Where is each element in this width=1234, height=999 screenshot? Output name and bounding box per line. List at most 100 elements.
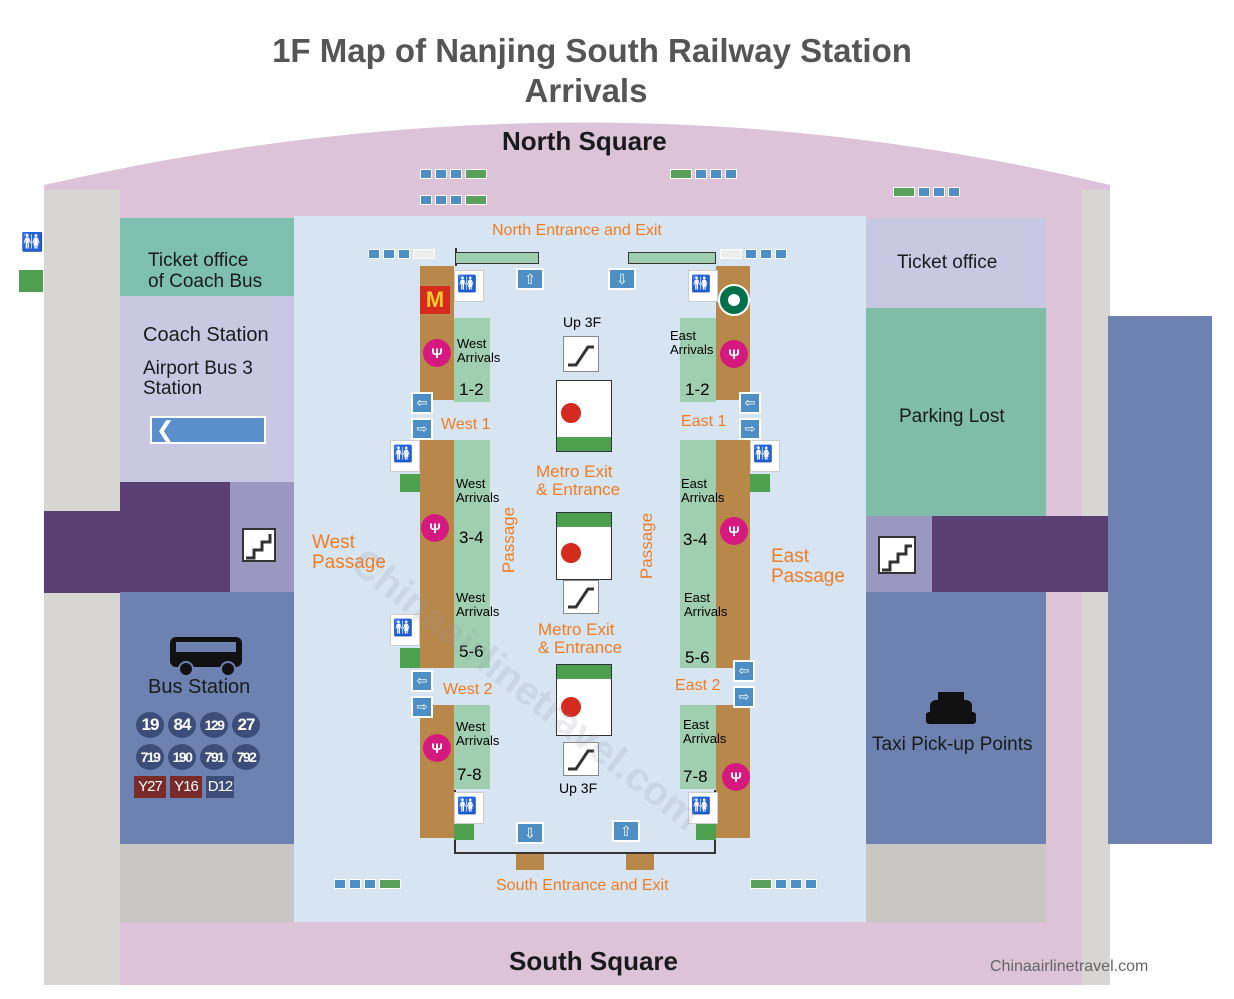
dining-icon[interactable]: Ψ bbox=[720, 340, 748, 368]
gate-number: 7-8 bbox=[683, 767, 708, 786]
north-square-label: North Square bbox=[502, 126, 667, 156]
west-arrivals-gate-1-2[interactable]: West Arrivals 1-2 bbox=[454, 318, 500, 402]
toilet-icon: 🚻 bbox=[21, 232, 44, 252]
dining-icon[interactable]: Ψ bbox=[720, 517, 748, 545]
toilet-icon[interactable]: 🚻 bbox=[390, 614, 420, 646]
toilet-icon[interactable]: 🚻 bbox=[750, 440, 780, 472]
dining-icon[interactable]: Ψ bbox=[423, 734, 451, 762]
footer-credit[interactable]: Chinaairlinetravel.com bbox=[990, 958, 1149, 975]
escalator-icon[interactable] bbox=[563, 336, 599, 372]
stairs-icon bbox=[242, 528, 276, 562]
west-arrivals-gate-3-4[interactable]: West Arrivals 3-4 bbox=[454, 440, 499, 554]
facility-icons-south bbox=[750, 876, 820, 889]
exit-arrow-icon[interactable]: ⇦ bbox=[411, 670, 433, 692]
escalator-icon[interactable] bbox=[563, 742, 599, 776]
ticket-office-coach-label: Ticket office bbox=[148, 250, 249, 271]
gate-label: Arrivals bbox=[681, 490, 725, 505]
airport-bus-label-2: Station bbox=[143, 378, 203, 399]
east-arrivals-gate-1-2[interactable]: East Arrivals 1-2 bbox=[670, 318, 716, 402]
map-title: 1F Map of Nanjing South Railway Station bbox=[272, 32, 912, 69]
coach-station-label: Coach Station bbox=[143, 324, 269, 346]
metro-stairs-3 bbox=[556, 664, 612, 736]
outer-toilet: 🚻 bbox=[19, 226, 43, 292]
gate-label: Arrivals bbox=[683, 731, 727, 746]
metro-stairs-2 bbox=[556, 512, 612, 580]
mcdonalds-logo[interactable]: M bbox=[420, 286, 450, 314]
north-entrance-gate-east bbox=[628, 252, 716, 264]
south-door-west bbox=[516, 854, 544, 870]
east-arrivals-gate-5-6[interactable]: East Arrivals 5-6 bbox=[680, 554, 727, 668]
exit-arrow-icon[interactable]: ⇩ bbox=[608, 268, 636, 290]
facility-icons-north bbox=[420, 192, 490, 205]
dining-icon[interactable]: Ψ bbox=[423, 339, 451, 367]
dining-icon[interactable]: Ψ bbox=[421, 514, 449, 542]
east-arrivals-gate-3-4[interactable]: East Arrivals 3-4 bbox=[680, 440, 724, 554]
west-2-exit-label: West 2 bbox=[443, 681, 493, 698]
metro-icon bbox=[559, 401, 583, 425]
entry-arrow-icon[interactable]: ⇨ bbox=[739, 418, 761, 440]
taxi-icon bbox=[926, 692, 976, 728]
gate-number: 3-4 bbox=[683, 530, 708, 549]
toilet-icon[interactable]: 🚻 bbox=[390, 440, 420, 472]
entry-arrow-icon[interactable]: ⇨ bbox=[411, 418, 433, 440]
west-outer-passage-ext bbox=[44, 511, 120, 593]
west-gate-column-3 bbox=[420, 705, 454, 838]
ticket-office-coach-zone[interactable]: Ticket office of Coach Bus bbox=[120, 218, 294, 296]
metro-exit-label: Metro Exit bbox=[538, 620, 615, 639]
gate-number: 7-8 bbox=[457, 765, 482, 784]
taxi-zone[interactable]: Taxi Pick-up Points bbox=[866, 592, 1046, 844]
gate-number: 3-4 bbox=[459, 528, 484, 547]
west-stairs-zone bbox=[230, 482, 294, 592]
toilet-green-bar bbox=[454, 824, 474, 840]
gate-label: East bbox=[683, 717, 710, 732]
toilet-icon[interactable]: 🚻 bbox=[454, 792, 484, 824]
arrow-left-icon: ❮ bbox=[156, 417, 175, 442]
toilet-green-bar bbox=[400, 474, 420, 492]
east-arrivals-gate-7-8[interactable]: East Arrivals 7-8 bbox=[680, 705, 726, 789]
ticket-office-zone[interactable]: Ticket office bbox=[866, 218, 1046, 308]
exit-arrow-icon[interactable]: ⇦ bbox=[411, 392, 433, 414]
exit-arrow-icon[interactable]: ⇦ bbox=[733, 660, 755, 682]
bus-icon bbox=[170, 637, 242, 677]
starbucks-logo[interactable] bbox=[718, 284, 750, 316]
west-arrivals-gate-5-6[interactable]: West Arrivals 5-6 bbox=[454, 554, 499, 668]
entry-arrow-icon[interactable]: ⇨ bbox=[411, 696, 433, 718]
airport-bus-label: Airport Bus 3 bbox=[143, 358, 253, 379]
east-1-exit-label: East 1 bbox=[681, 413, 727, 430]
metro-exit-label-2: & Entrance bbox=[538, 638, 623, 657]
facility-icons-north bbox=[893, 184, 963, 197]
west-outer-passage bbox=[120, 482, 230, 592]
entry-arrow-icon[interactable]: ⇧ bbox=[516, 268, 544, 290]
east-outer-passage bbox=[932, 516, 1108, 592]
gate-label: West bbox=[456, 590, 486, 605]
coach-station-zone[interactable]: Coach Station Airport Bus 3 Station ❮ bbox=[120, 296, 294, 482]
dining-icon[interactable]: Ψ bbox=[722, 763, 750, 791]
outer-building-east bbox=[1108, 316, 1212, 844]
west-arrivals-gate-7-8[interactable]: West Arrivals 7-8 bbox=[454, 705, 499, 789]
parking-lot-zone[interactable]: Parking Lost bbox=[866, 308, 1046, 516]
gate-label: West bbox=[457, 336, 487, 351]
east-passage-label: East bbox=[771, 546, 810, 567]
stairs-icon bbox=[878, 536, 916, 574]
east-2-exit-label: East 2 bbox=[675, 677, 721, 694]
exit-arrow-icon[interactable]: ⇩ bbox=[516, 822, 544, 844]
toilet-green-bar bbox=[696, 824, 716, 840]
toilet-icon[interactable]: 🚻 bbox=[688, 270, 718, 302]
bus-route-badge: Y27 bbox=[134, 776, 166, 798]
west-1-exit-label: West 1 bbox=[441, 416, 491, 433]
west-gate-column-2 bbox=[420, 440, 454, 668]
exit-arrow-icon[interactable]: ⇦ bbox=[739, 392, 761, 414]
ticket-office-label: Ticket office bbox=[897, 252, 998, 273]
toilet-icon[interactable]: 🚻 bbox=[688, 792, 718, 824]
bus-route-badge: 791 bbox=[200, 744, 228, 770]
entry-arrow-icon[interactable]: ⇨ bbox=[733, 686, 755, 708]
toilet-icon[interactable]: 🚻 bbox=[454, 270, 484, 302]
entry-arrow-icon[interactable]: ⇧ bbox=[612, 820, 640, 842]
escalator-icon[interactable] bbox=[563, 580, 599, 614]
up-3f-label: Up 3F bbox=[559, 780, 598, 796]
bus-route-badge: 27 bbox=[232, 712, 260, 738]
gate-label: East bbox=[681, 476, 708, 491]
